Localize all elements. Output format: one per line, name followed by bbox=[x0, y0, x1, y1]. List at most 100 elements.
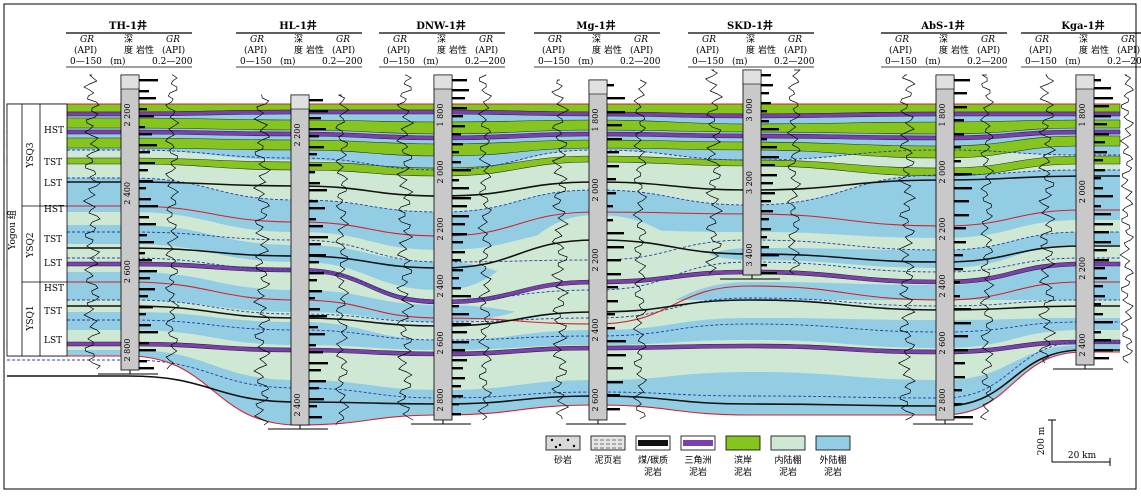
coal-bed bbox=[452, 331, 467, 334]
coal-bed bbox=[139, 360, 147, 363]
legend-item-shale: 泥页岩 bbox=[590, 435, 626, 466]
depth-label: 2 400 bbox=[591, 319, 600, 342]
depth-label: 2 600 bbox=[436, 332, 445, 355]
coal-bed bbox=[452, 205, 467, 208]
gr-label-left: GR bbox=[250, 35, 264, 45]
systems-tract-label: TST bbox=[44, 307, 62, 317]
coal-bed bbox=[139, 241, 154, 244]
coal-bed bbox=[761, 92, 769, 95]
coal-stringer-1 bbox=[7, 175, 1120, 197]
coal-bed bbox=[1094, 105, 1109, 108]
legend-bar bbox=[638, 440, 668, 446]
coal-bed bbox=[954, 214, 969, 217]
sandstone-cap bbox=[290, 94, 310, 110]
depth-label: 2 400 bbox=[436, 275, 445, 298]
coal-bed bbox=[309, 315, 327, 318]
coal-bed bbox=[607, 138, 622, 141]
coal-bed bbox=[452, 323, 471, 326]
coal-bed bbox=[452, 197, 471, 200]
coal-bed bbox=[607, 340, 626, 343]
coal-bed bbox=[309, 369, 321, 372]
depth-label: 2 000 bbox=[1078, 180, 1087, 203]
gr-range-left: 0—150 bbox=[240, 57, 272, 67]
gr-log-curve bbox=[897, 74, 917, 421]
depth-label-1: 深 bbox=[592, 34, 601, 45]
lithology-label: 岩性 bbox=[1091, 44, 1109, 56]
depth-label: 2 200 bbox=[293, 124, 302, 147]
coal-bed bbox=[139, 180, 153, 183]
api-label-left: (API) bbox=[889, 45, 912, 56]
depth-label: 2 400 bbox=[1078, 334, 1087, 357]
coal-bed bbox=[309, 362, 328, 365]
coal-bed bbox=[309, 326, 318, 329]
coal-bed bbox=[954, 389, 962, 392]
coal-bed bbox=[309, 189, 327, 192]
horizontal-scale-label: 20 km bbox=[1068, 451, 1097, 461]
coal-bed bbox=[452, 359, 467, 362]
coal-bed bbox=[607, 408, 620, 411]
resistivity-log-curve bbox=[979, 74, 995, 421]
well-name: Mg-1井 bbox=[576, 19, 615, 32]
systems-tract-label: LST bbox=[44, 259, 62, 269]
depth-label-1: 深 bbox=[124, 34, 133, 45]
coal-bed bbox=[954, 268, 963, 271]
sandstone-cap bbox=[120, 74, 140, 90]
gr-label-right: GR bbox=[981, 35, 995, 45]
coal-bed bbox=[1094, 259, 1109, 262]
flooding-surface-7 bbox=[7, 341, 1120, 399]
legend-swatch bbox=[590, 435, 626, 451]
coal-bed bbox=[452, 385, 461, 388]
shore-band-4 bbox=[6, 155, 1121, 177]
coal-bed bbox=[954, 335, 968, 338]
api-label-right: (API) bbox=[475, 45, 498, 56]
depth-label: 2 000 bbox=[591, 179, 600, 202]
coal-bed bbox=[954, 106, 967, 109]
sequence-boundary-2 bbox=[7, 205, 1120, 237]
coal-bed bbox=[761, 210, 773, 213]
coal-bed bbox=[309, 99, 323, 102]
api-label-right: (API) bbox=[332, 45, 355, 56]
gr-range-right: 0.2—200 bbox=[1107, 57, 1141, 67]
gr-log-curve bbox=[704, 69, 724, 275]
coal-bed bbox=[139, 306, 153, 309]
coal-bed bbox=[607, 381, 623, 384]
flooding-surface-4 bbox=[6, 257, 1120, 301]
coal-bed bbox=[309, 164, 322, 167]
coal-bed bbox=[309, 243, 321, 246]
coal-bed bbox=[761, 156, 779, 159]
coal-bed bbox=[139, 205, 158, 208]
systems-tract-label: TST bbox=[44, 235, 62, 245]
depth-label-2: 度 bbox=[939, 44, 948, 56]
api-label-left: (API) bbox=[74, 45, 97, 56]
sandstone-cap bbox=[588, 79, 608, 95]
legend-label: 砂岩 bbox=[554, 454, 572, 466]
resistivity-log-curve bbox=[786, 69, 802, 275]
depth-label: 2 800 bbox=[123, 339, 132, 362]
coal-bed bbox=[452, 133, 461, 136]
coal-bed bbox=[309, 351, 323, 354]
coal-bed bbox=[1094, 205, 1101, 208]
coal-bed bbox=[607, 151, 619, 154]
inner-shelf-band-4 bbox=[7, 300, 1120, 340]
coal-bed bbox=[452, 295, 471, 298]
well-name: SKD-1井 bbox=[727, 19, 773, 32]
coal-bed bbox=[452, 97, 465, 100]
coal-bed bbox=[139, 234, 147, 237]
lithology-label: 岩性 bbox=[449, 44, 467, 56]
coal-bed bbox=[607, 300, 618, 303]
coal-bed bbox=[452, 187, 469, 190]
coal-bed bbox=[954, 416, 973, 419]
coal-bed bbox=[1094, 321, 1113, 324]
coal-bed bbox=[139, 108, 147, 111]
coal-bed bbox=[139, 144, 157, 147]
coal-bed bbox=[139, 216, 149, 219]
coal-bed bbox=[761, 102, 771, 105]
delta-band-1 bbox=[6, 109, 1121, 119]
api-label-right: (API) bbox=[977, 45, 1000, 56]
resistivity-log-curve bbox=[632, 79, 648, 420]
coal-bed bbox=[139, 162, 155, 165]
figure-frame bbox=[3, 3, 1137, 490]
coal-bed bbox=[954, 281, 960, 284]
gr-range-left: 0—150 bbox=[885, 57, 917, 67]
coal-bed bbox=[452, 223, 465, 226]
